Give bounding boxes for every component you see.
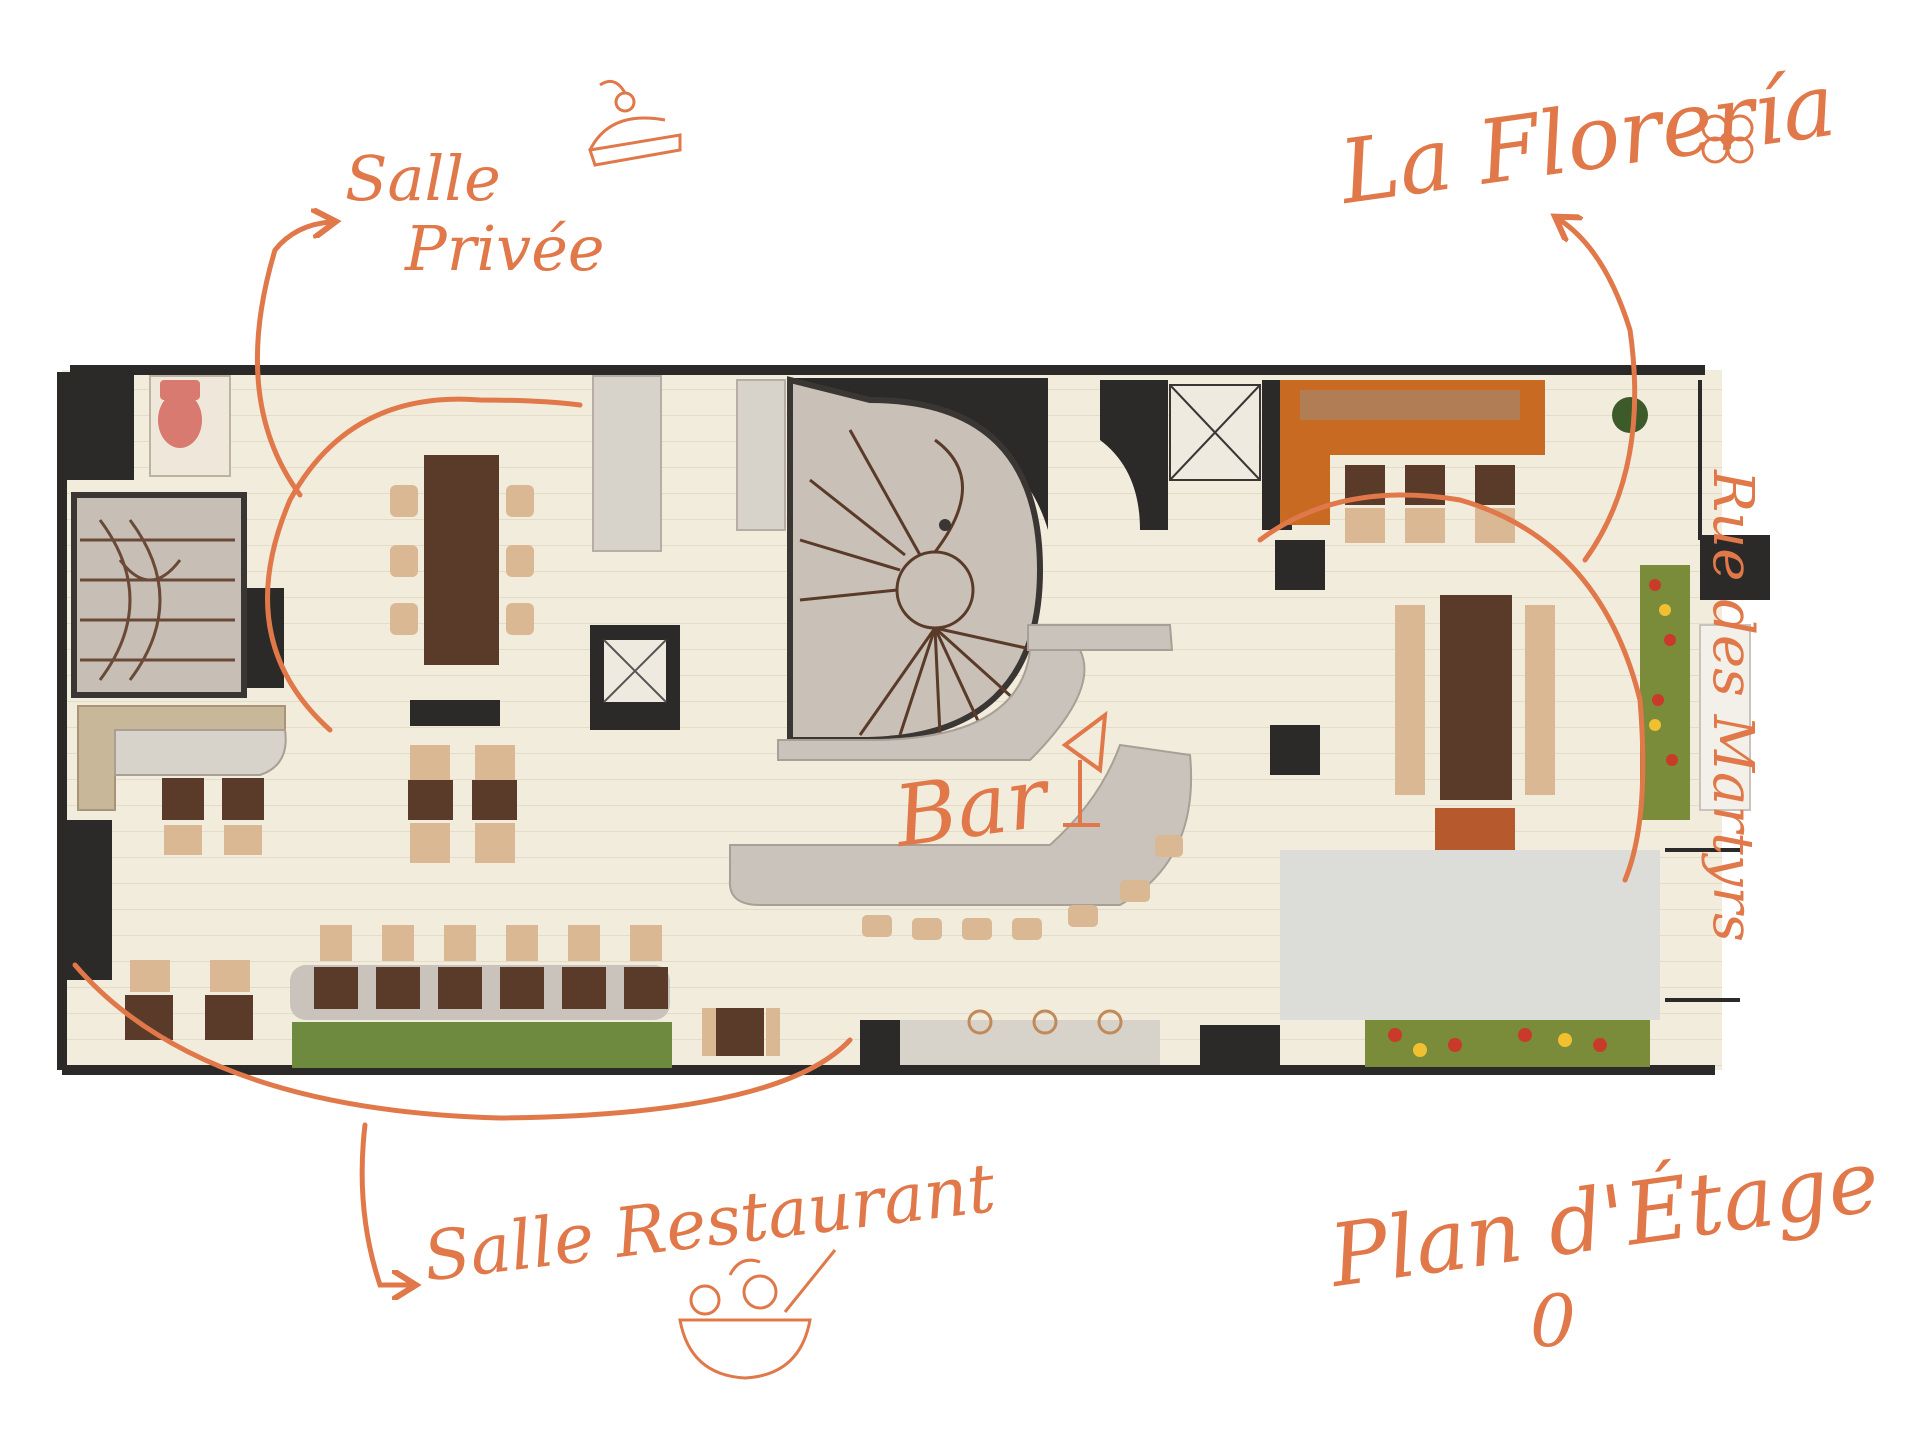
wall-block-left-lower [62,820,112,980]
flower-displays [1365,535,1770,1067]
black-bench [410,700,500,726]
floreria-counter [1280,380,1648,543]
pillar-right-top [1275,540,1325,590]
plan-number: 0 [1530,1279,1576,1363]
flower-icon [1701,114,1754,164]
annotation-strokes [72,220,1646,1285]
staircase-left [71,492,247,698]
square-column [590,625,680,730]
elevator-shaft [1100,380,1292,530]
entrance-marks [1665,380,1740,1002]
right-dining-table [1395,595,1555,853]
wall-block-top-left [62,372,134,480]
side-bar-counter [860,1009,1280,1068]
salad-bowl-icon [678,1249,837,1380]
floreria-zone-outline [1257,492,1646,883]
marble-floor [1280,850,1660,1020]
salle-privee-label: Salle Privée [345,148,605,280]
spiral-staircase [787,376,1048,743]
corner-tables [125,960,780,1056]
pillar-top-center [592,375,662,552]
street-label: Rue des Martyrs [1700,470,1765,942]
privee-zone-outline [265,396,583,733]
cake-slice-icon [588,79,682,167]
bar-label: Bar [888,747,1054,867]
cocktail-glass-icon [1061,710,1108,827]
restaurant-tables-left [162,778,264,855]
counter-left-desk [114,729,287,776]
bar-counter [728,624,1193,940]
restroom [149,375,231,477]
pillar-right-of-column [736,379,786,531]
wall-block-staircase [244,588,284,688]
pillar-right-small [1270,725,1320,775]
floreria-arrow [1560,220,1638,563]
restaurant-arrow [359,1122,410,1285]
salle-privee-line1: Salle [345,142,501,215]
restaurant-tables-center [408,745,517,863]
salle-privee-line2: Privée [405,212,605,285]
privee-arrow [254,222,330,498]
restaurant-zone-outline [72,962,853,1121]
private-dining-table [390,455,534,665]
banquette-tables [290,925,672,1068]
